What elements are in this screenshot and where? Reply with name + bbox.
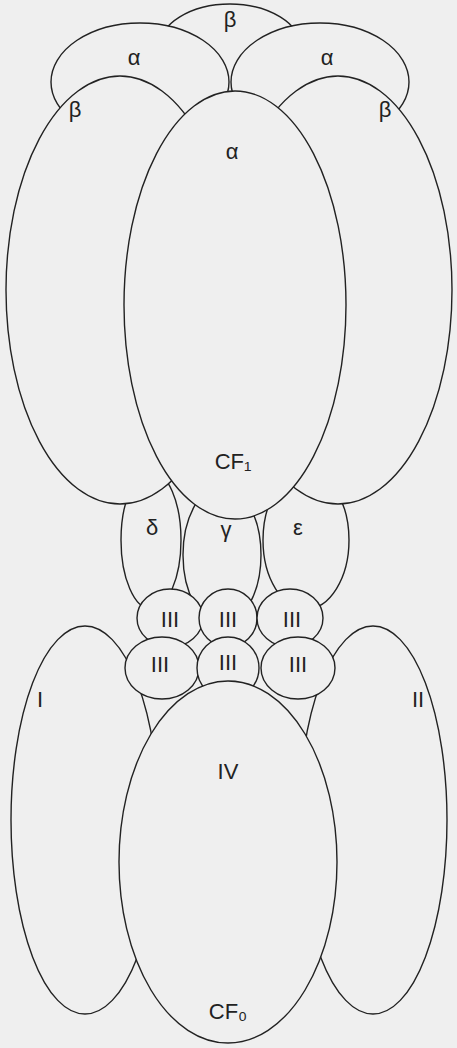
subunit-ellipse: α	[123, 90, 347, 520]
subunit-label: δ	[146, 515, 158, 541]
subunit-label: β	[69, 97, 82, 123]
subunit-label: II	[412, 687, 424, 713]
ellipse-shape	[121, 471, 181, 609]
subunit-label: III	[151, 652, 169, 678]
ellipse-shape	[261, 637, 335, 699]
ellipse-shape	[263, 471, 349, 609]
ellipse-outline	[118, 680, 338, 1044]
ellipse-shape	[299, 626, 447, 1014]
subunit-ellipse: III	[124, 636, 200, 700]
ellipse-shape	[124, 91, 346, 519]
subunit-ellipse: III	[260, 636, 336, 700]
subunit-label: β	[224, 7, 237, 33]
subunit-label: α	[226, 139, 239, 165]
subunit-label: III	[283, 607, 301, 633]
subunit-label: α	[321, 45, 334, 71]
subunit-label: III	[289, 652, 307, 678]
subunit-label: III	[219, 650, 237, 676]
subunit-label: III	[161, 607, 179, 633]
subunit-label: IV	[218, 759, 239, 785]
subunit-label: III	[219, 607, 237, 633]
subunit-label: β	[379, 97, 392, 123]
subunit-label: I	[37, 687, 43, 713]
subunit-ellipse: IV	[118, 680, 338, 1044]
subunit-label: γ	[221, 517, 232, 543]
ellipse-shape	[125, 637, 199, 699]
ellipse-shape	[119, 681, 337, 1043]
subunit-label: α	[128, 45, 141, 71]
subunit-label: ε	[293, 515, 303, 541]
